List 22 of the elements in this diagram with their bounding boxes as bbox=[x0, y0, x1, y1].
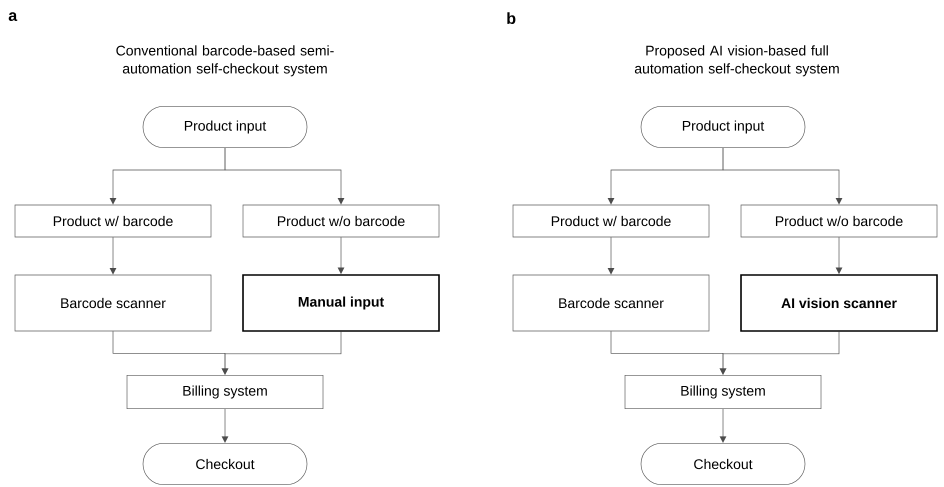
process-box: Product w/o barcode bbox=[242, 204, 440, 238]
arrow bbox=[222, 408, 228, 443]
process-box: Product w/ barcode bbox=[14, 204, 212, 238]
process-box: Barcode scanner bbox=[512, 274, 710, 332]
terminal-pill: Checkout bbox=[640, 443, 806, 485]
process-box: Barcode scanner bbox=[14, 274, 212, 332]
arrow bbox=[720, 408, 726, 443]
panel-letter: a bbox=[8, 12, 18, 22]
panel-title: Proposed AI vision-based full automation self-checkout system bbox=[634, 45, 839, 76]
terminal-pill: Product input bbox=[640, 106, 806, 148]
process-box: AI vision scanner bbox=[740, 274, 938, 332]
process-box: Billing system bbox=[624, 375, 822, 409]
process-box: Product w/ barcode bbox=[512, 204, 710, 238]
panel-letter: b bbox=[507, 12, 516, 24]
process-box: Billing system bbox=[126, 375, 324, 409]
terminal-pill: Product input bbox=[142, 106, 308, 148]
arrow bbox=[222, 331, 342, 375]
arrow bbox=[720, 331, 840, 375]
panel-title: Conventional barcode-based semi-automation self-checkout system bbox=[116, 45, 334, 76]
process-box: Product w/o barcode bbox=[740, 204, 938, 238]
process-box: Manual input bbox=[242, 274, 440, 332]
terminal-pill: Checkout bbox=[142, 443, 308, 485]
